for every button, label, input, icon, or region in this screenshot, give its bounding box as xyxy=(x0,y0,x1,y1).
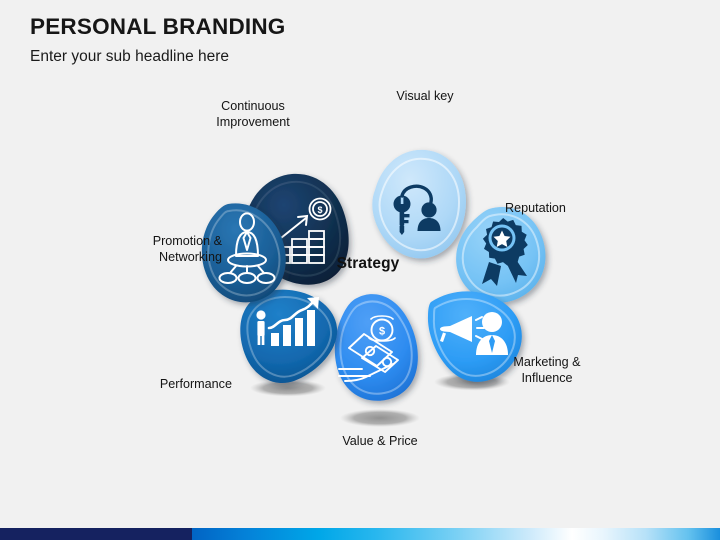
slide-header: PERSONAL BRANDING Enter your sub headlin… xyxy=(30,14,690,66)
petal-inner-bevel xyxy=(246,296,333,378)
hand-money-dollar-icon: $ xyxy=(338,315,399,382)
petal-inner-bevel xyxy=(432,298,516,377)
page-title: PERSONAL BRANDING xyxy=(30,14,286,39)
key-person-icon xyxy=(393,184,441,235)
shadow-value-price xyxy=(340,409,420,427)
page-subtitle: Enter your sub headline here xyxy=(30,47,230,65)
shadow-performance xyxy=(250,379,326,397)
petal-label-promotion-networking: Promotion & Networking xyxy=(152,234,222,265)
center-label: Strategy xyxy=(0,255,720,273)
petal-shape xyxy=(427,291,522,382)
megaphone-person-icon xyxy=(440,312,508,355)
petal-performance[interactable] xyxy=(240,289,338,384)
petal-label-value-price: Value & Price xyxy=(342,434,418,448)
growth-chart-dollar-icon: $ xyxy=(274,197,332,264)
petal-label-performance: Performance xyxy=(159,377,232,391)
petal-shape xyxy=(372,149,466,259)
petal-label-marketing-influence: Marketing & Influence xyxy=(513,355,581,386)
center-label-text: Strategy xyxy=(336,255,400,272)
petal-visual-key[interactable] xyxy=(372,149,466,259)
diagram-graphics: $ xyxy=(201,149,546,427)
petal-label-continuous-improvement: Continuous Improvement xyxy=(216,99,290,130)
award-ribbon-star-icon xyxy=(482,218,528,286)
petal-inner-bevel xyxy=(207,209,281,297)
petal-inner-bevel xyxy=(339,300,413,395)
footer-accent-bar xyxy=(0,528,720,540)
petal-inner-bevel xyxy=(461,213,541,297)
person-network-icon xyxy=(218,212,276,284)
petal-promotion-networking[interactable] xyxy=(201,203,286,303)
petal-inner-bevel xyxy=(378,157,461,252)
svg-text:$: $ xyxy=(317,205,322,215)
petal-reputation[interactable] xyxy=(456,207,546,303)
petal-label-reputation: Reputation xyxy=(505,201,566,215)
footer-bar-gradient-segment xyxy=(192,528,720,540)
petal-value-price[interactable]: $ xyxy=(334,294,418,401)
petal-label-visual-key: Visual key xyxy=(396,89,454,103)
petal-marketing-influence[interactable] xyxy=(427,291,522,382)
petal-shape xyxy=(334,294,418,401)
personal-branding-wheel-diagram: $ xyxy=(0,70,720,470)
person-bar-chart-arrow-icon xyxy=(256,297,319,346)
svg-text:$: $ xyxy=(379,326,385,338)
footer-bar-navy-segment xyxy=(0,528,192,540)
